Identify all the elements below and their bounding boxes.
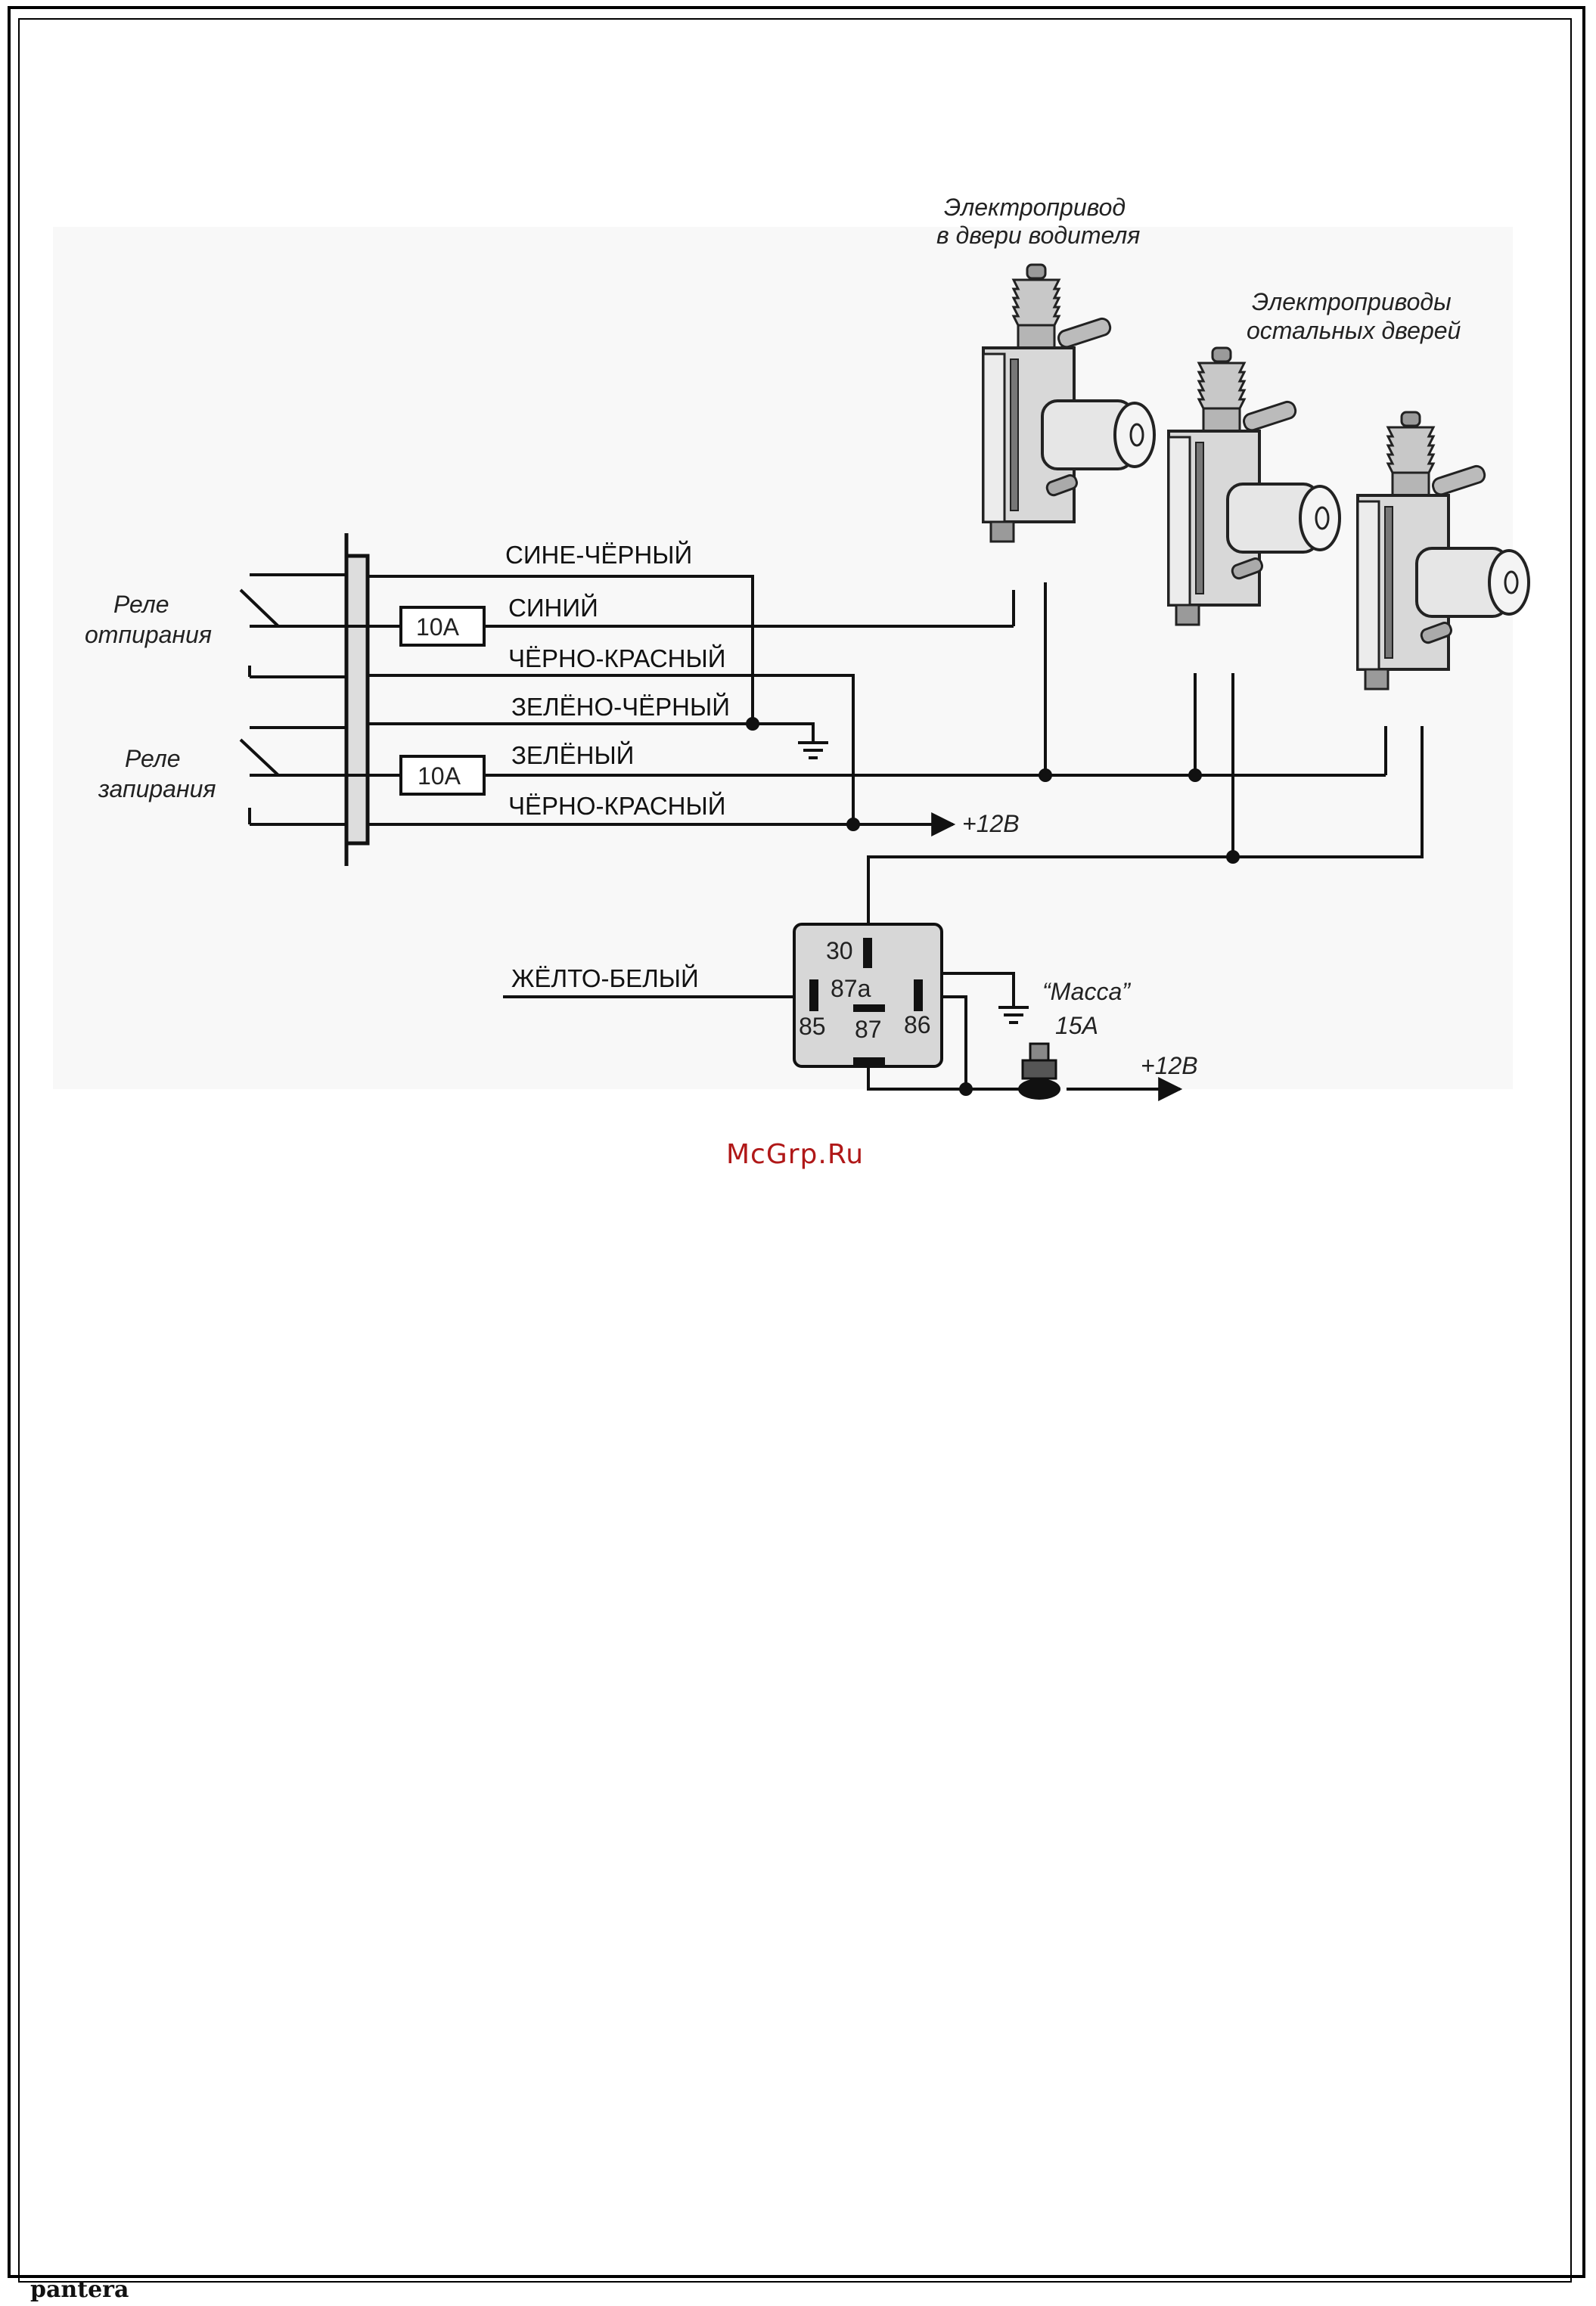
relay-pin-87: 87 (855, 1016, 882, 1043)
relay-pin-86: 86 (904, 1011, 931, 1038)
wire-label-3: ЧЁРНО-КРАСНЫЙ (508, 644, 725, 672)
fuse-unlock-label: 10A (416, 613, 460, 641)
wire-label-6: ЧЁРНО-КРАСНЫЙ (508, 792, 725, 820)
mass-label: “Масса” (1042, 978, 1131, 1005)
wire-label-1: СИНЕ-ЧЁРНЫЙ (505, 541, 692, 569)
relay-lock-label-1: Реле (125, 745, 181, 772)
relay-pin-87a: 87a (831, 975, 871, 1002)
fuse-15a-label: 15А (1055, 1012, 1098, 1039)
brand-logo: pantera (30, 2277, 129, 2303)
fuse-lock-label: 10A (418, 762, 461, 790)
wire-label-2: СИНИЙ (508, 594, 598, 622)
relay-unlock-label-1: Реле (113, 591, 169, 618)
plus12-top-label: +12В (962, 810, 1020, 837)
relay-pin-85: 85 (799, 1013, 826, 1040)
wire-label-4: ЗЕЛЁНО-ЧЁРНЫЙ (511, 693, 730, 721)
wire-label-7: ЖЁЛТО-БЕЛЫЙ (511, 964, 699, 992)
diagram-background (53, 227, 1513, 1089)
relay-lock-label-2: запирания (98, 775, 216, 802)
relay-unlock-label-2: отпирания (85, 621, 212, 648)
alarm-connector (346, 556, 368, 843)
relay-pin-30: 30 (826, 937, 853, 964)
actuator-driver-title-1: Электропривод (944, 194, 1126, 221)
plus12-bottom-label: +12В (1141, 1052, 1198, 1079)
watermark-text: McGrp.Ru (726, 1139, 864, 1170)
actuator-others-title-2: остальных дверей (1247, 317, 1461, 344)
wire-label-5: ЗЕЛЁНЫЙ (511, 741, 634, 769)
actuator-driver-title-2: в двери водителя (936, 222, 1140, 249)
actuator-others-title-1: Электроприводы (1252, 288, 1452, 315)
